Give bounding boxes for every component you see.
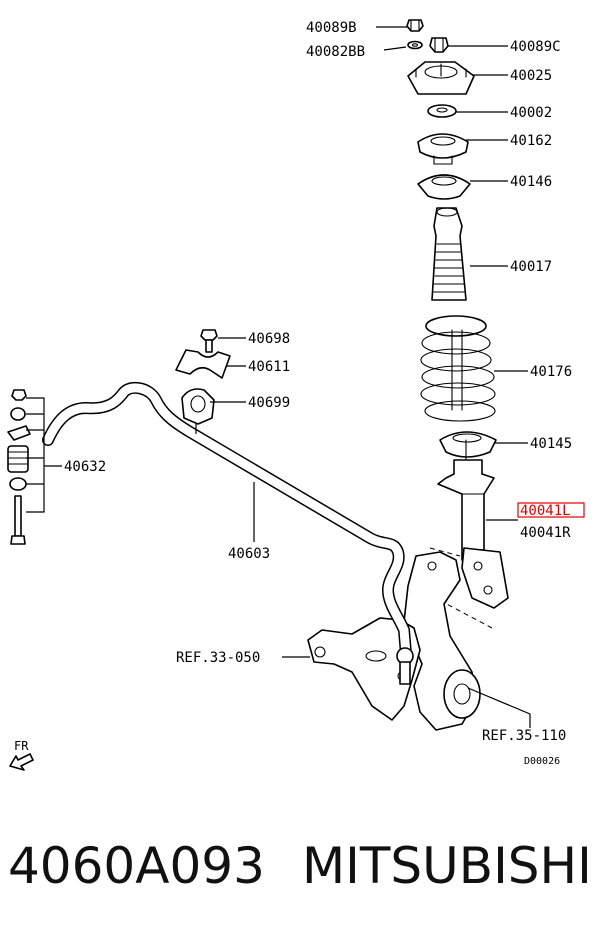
brand-name: MITSUBISHI <box>302 837 592 895</box>
label-40017: 40017 <box>510 259 552 275</box>
label-40145: 40145 <box>530 436 572 452</box>
part-40146-insulator <box>417 174 471 200</box>
front-direction-arrow-icon <box>9 753 34 771</box>
part-40002-bearing <box>427 104 457 118</box>
label-40698: 40698 <box>248 331 290 347</box>
part-40632-stabilizer-link <box>7 389 31 545</box>
part-40041-shock-absorber <box>437 439 495 561</box>
ref-35-110-knuckle <box>403 551 481 731</box>
label-40025: 40025 <box>510 68 552 84</box>
label-40041r: 40041R <box>520 525 571 541</box>
stabilizer-end-clamp <box>396 647 414 685</box>
caption-bar: 4060A093 MITSUBISHI <box>0 826 600 916</box>
ref-33-050-lower-arm <box>307 617 421 721</box>
label-40002: 40002 <box>510 105 552 121</box>
label-40146: 40146 <box>510 174 552 190</box>
leader-lines <box>44 26 531 728</box>
label-ref-35-110: REF.35-110 <box>482 728 566 744</box>
part-40089b-nut <box>406 19 424 32</box>
label-40176: 40176 <box>530 364 572 380</box>
part-40176-coil-spring <box>420 315 496 422</box>
label-40089c: 40089C <box>510 39 561 55</box>
part-40699-bushing <box>181 388 215 425</box>
label-ref-33-050: REF.33-050 <box>176 650 260 666</box>
strut-bracket <box>461 547 509 609</box>
part-labels: 40089B 40082BB 40089C 40025 40002 40162 … <box>14 20 585 767</box>
label-diagram-code: D00026 <box>524 756 560 767</box>
label-40699: 40699 <box>248 395 290 411</box>
stabilizer-link-bracket-lines <box>26 397 45 513</box>
part-40145-lower-seat <box>439 431 497 458</box>
label-40041l: 40041L <box>520 503 571 519</box>
label-40603: 40603 <box>228 546 270 562</box>
label-40082bb: 40082BB <box>306 44 365 60</box>
part-40162-upper-seat <box>417 133 469 165</box>
part-40603-stabilizer-bar <box>42 381 412 660</box>
label-40089b: 40089B <box>306 20 357 36</box>
part-40017-bump-boot <box>431 207 467 301</box>
part-40089c-nut <box>429 37 449 53</box>
part-40698-bolt <box>200 329 218 353</box>
part-40025-strut-mount <box>407 61 475 95</box>
part-number: 4060A093 <box>8 837 265 895</box>
part-40611-bracket <box>175 349 231 379</box>
label-fr: FR <box>14 739 29 753</box>
highlight-box-40041l <box>517 502 585 518</box>
exploded-parts-diagram: 40089B 40082BB 40089C 40025 40002 40162 … <box>7 19 585 771</box>
label-40611: 40611 <box>248 359 290 375</box>
part-40082bb-washer <box>407 40 423 50</box>
label-40632: 40632 <box>64 459 106 475</box>
label-40162: 40162 <box>510 133 552 149</box>
